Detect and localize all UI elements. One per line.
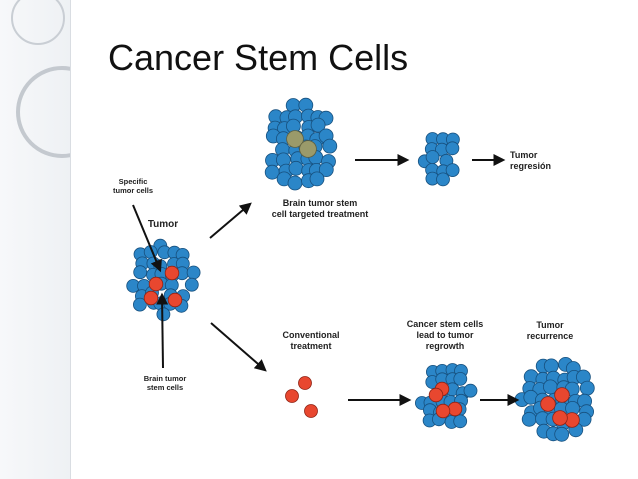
label-tumor: Tumor: [147, 219, 179, 230]
arrow-specific-cells: [132, 204, 162, 273]
dead-cell: [286, 130, 304, 148]
label-csc-lead-regrowth: Cancer stem cells lead to tumor regrowth: [406, 319, 484, 351]
tumor-cell: [186, 265, 201, 280]
tumor-cluster-regrowth: [414, 363, 478, 429]
tumor-cluster-original: [126, 238, 201, 322]
tumor-cell: [287, 175, 303, 191]
tumor-cell: [309, 171, 325, 187]
tumor-cell: [318, 162, 334, 178]
stem-cell: [167, 292, 183, 308]
tumor-cell: [310, 117, 326, 133]
stem-cell: [554, 387, 570, 403]
stem-cell: [540, 396, 556, 412]
decorative-left-band: [0, 0, 71, 479]
stem-cell: [285, 389, 299, 403]
stem-cell: [552, 410, 568, 426]
stem-cell: [148, 276, 164, 292]
tumor-cell: [521, 411, 537, 427]
stem-cell: [447, 401, 463, 417]
tumor-cell: [579, 380, 595, 396]
tumor-cell: [543, 358, 559, 374]
tumor-cell: [425, 150, 440, 164]
tumor-cell: [133, 265, 148, 280]
arrow-brain-stem-cells: [156, 292, 169, 369]
stem-cell: [428, 387, 444, 403]
arrow-to-conventional-treatment: [210, 322, 267, 372]
stem-cell: [304, 404, 318, 418]
stem-cell: [143, 290, 159, 306]
arrow-to-targeted-treatment: [209, 202, 252, 239]
label-brain-tumor-stem-cells: Brain tumor stem cells: [143, 374, 187, 392]
tumor-cluster-shrunk: [417, 132, 460, 187]
stem-cell: [435, 403, 451, 419]
stem-cell: [164, 265, 180, 281]
tumor-cluster-recurrence: [514, 356, 595, 442]
label-conventional-treatment: Conventional treatment: [282, 330, 340, 351]
tumor-cell: [453, 371, 468, 386]
tumor-cell: [445, 163, 460, 178]
tumor-cell: [288, 160, 304, 176]
decor-circle-bottom: [16, 66, 70, 158]
tumor-cell: [132, 297, 147, 312]
dead-cell: [299, 140, 317, 158]
label-tumor-recurrence: Tumor recurrence: [526, 320, 574, 341]
stem-cell: [298, 376, 312, 390]
label-specific-tumor-cells: Specific tumor cells: [112, 177, 153, 195]
surviving-stem-cells: [285, 376, 318, 418]
tumor-cluster-targeted: [264, 97, 338, 191]
slide-title: Cancer Stem Cells: [108, 37, 409, 78]
tumor-cell: [463, 383, 478, 398]
label-targeted-treatment: Brain tumor stem cell targeted treatment: [271, 198, 369, 219]
decorative-circles: [11, 0, 70, 158]
decor-circle-top: [11, 0, 65, 45]
tumor-cell: [322, 138, 338, 154]
tumor-cell: [436, 172, 450, 187]
label-tumor-regression: Tumor regresión: [510, 150, 552, 171]
tumor-cell: [184, 277, 199, 292]
tumor-cell: [445, 141, 460, 156]
tumor-cell: [554, 426, 570, 442]
tumor-cell: [156, 307, 171, 322]
tumor-cell: [453, 414, 468, 429]
